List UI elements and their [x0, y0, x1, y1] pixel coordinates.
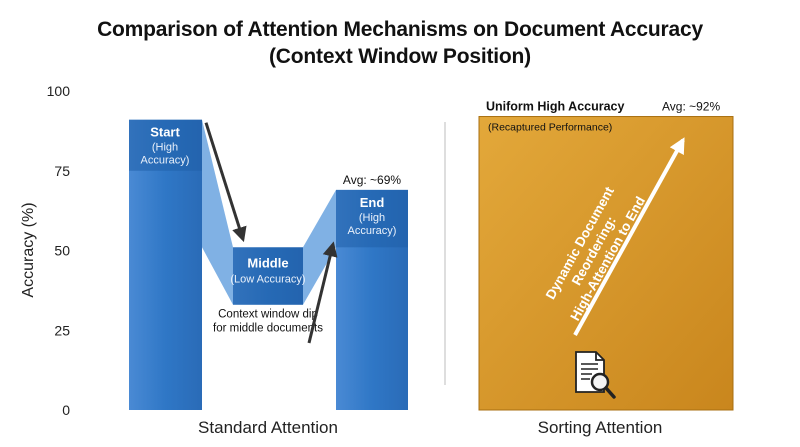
standard-avg-label: Avg: ~69% — [343, 173, 401, 187]
sorting-label: Uniform High Accuracy — [486, 100, 625, 114]
bar-middle-label: Middle — [247, 255, 288, 270]
bar-end-sublabel-line1: (High — [359, 212, 385, 224]
reorder-arrow — [573, 137, 685, 336]
standard-attention-group: Start (High Accuracy) Middle (Low Accura… — [129, 119, 408, 411]
bar-end-sublabel-line2: Accuracy) — [348, 225, 397, 237]
category-label-standard: Standard Attention — [198, 418, 338, 437]
connector-start-middle — [202, 119, 233, 305]
category-label-sorting: Sorting Attention — [538, 418, 663, 437]
y-axis-label: Accuracy (%) — [20, 202, 37, 297]
dip-annotation-line2: for middle documents — [213, 322, 323, 334]
arrow-down — [204, 122, 247, 243]
sorting-attention-group: Uniform High Accuracy (Recaptured Perfor… — [478, 100, 734, 411]
y-axis-ticks: 0 25 50 75 100 — [47, 83, 71, 418]
bar-middle-label-bg — [233, 247, 303, 305]
chart-subtitle: (Context Window Position) — [269, 45, 531, 68]
y-tick-label-100: 100 — [47, 83, 71, 99]
bar-middle-sublabel: (Low Accuracy) — [230, 273, 305, 285]
connector-middle-end — [303, 189, 336, 305]
dip-annotation-line1: Context window dip — [218, 308, 318, 320]
bar-start-sublabel-line2: Accuracy) — [141, 155, 190, 167]
y-tick-label-75: 75 — [54, 163, 70, 179]
chart-title: Comparison of Attention Mechanisms on Do… — [97, 18, 703, 41]
sorting-avg-label: Avg: ~92% — [662, 100, 720, 114]
y-tick-label-25: 25 — [54, 322, 70, 338]
y-tick-label-50: 50 — [54, 243, 70, 259]
bar-start-label-bg — [129, 119, 202, 171]
arrow-up — [307, 241, 338, 344]
document-search-icon — [575, 351, 616, 399]
sorting-sublabel: (Recaptured Performance) — [488, 122, 612, 134]
bar-end-label: End — [360, 195, 385, 210]
bar-start-label: Start — [150, 125, 180, 140]
bar-end-label-bg — [336, 189, 408, 248]
bar-start-sublabel-line1: (High — [152, 142, 178, 154]
bar-sorting — [478, 116, 734, 411]
y-tick-label-0: 0 — [62, 402, 70, 418]
